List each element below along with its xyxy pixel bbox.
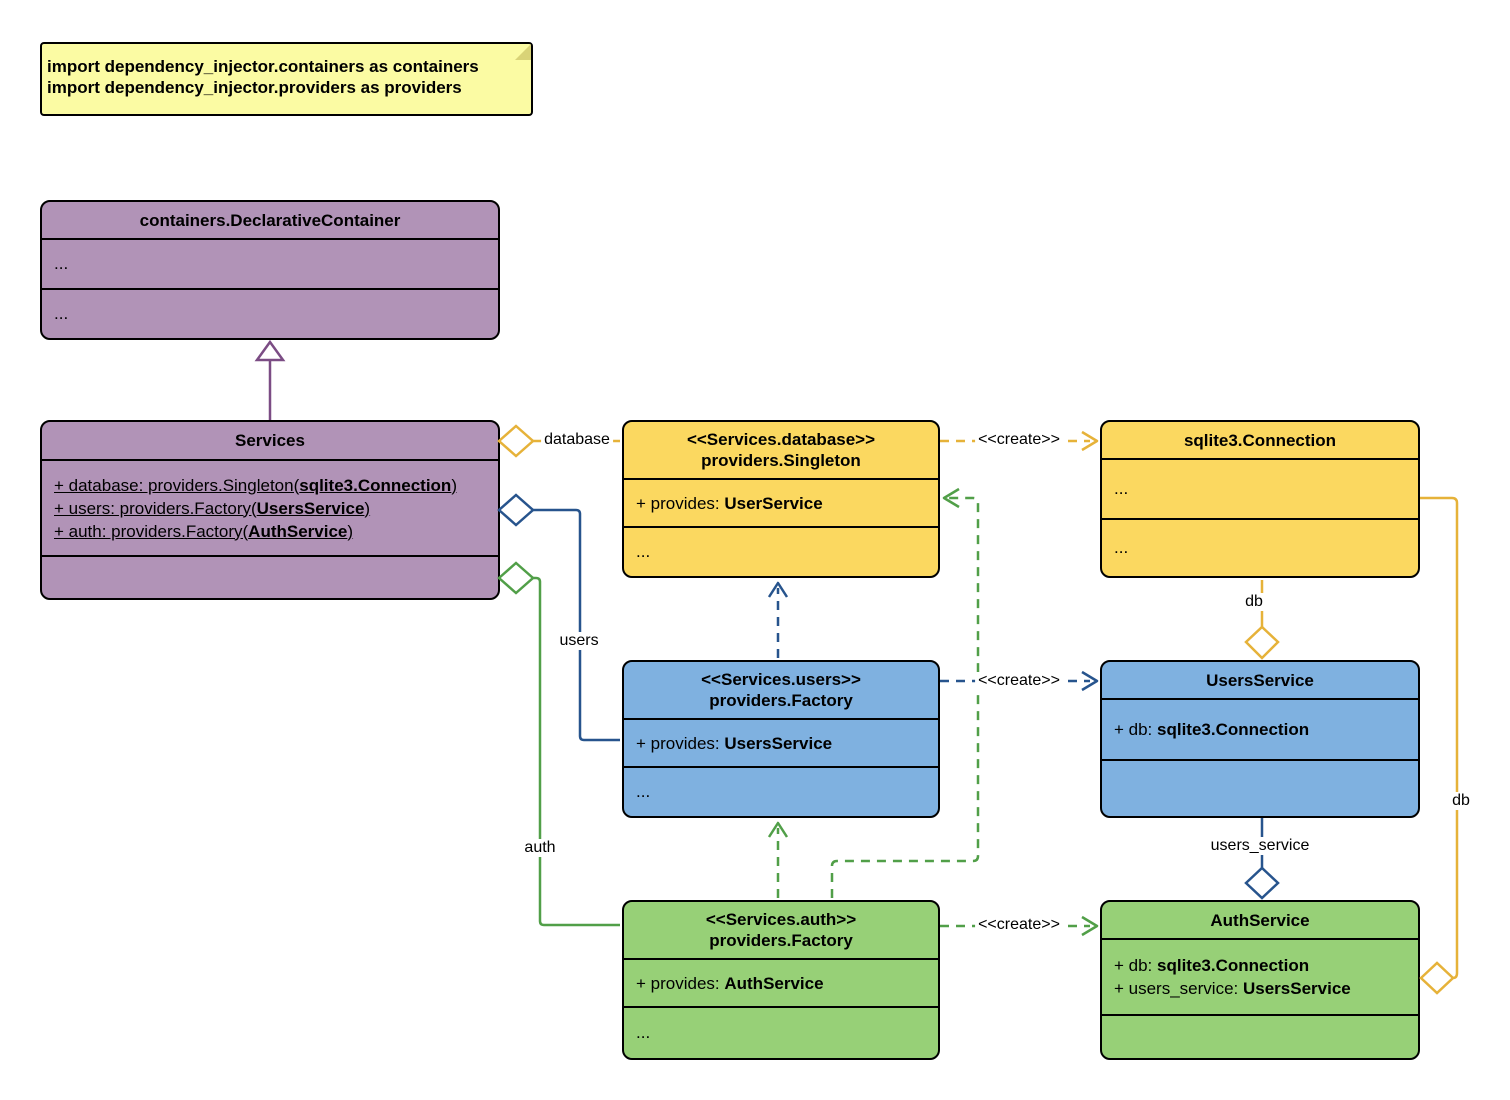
edge-auth-aggregation xyxy=(533,576,620,927)
open-arrowhead-icon xyxy=(1081,430,1099,452)
methods-compartment: ... xyxy=(42,288,498,338)
aggregation-diamond-icon xyxy=(497,424,535,458)
open-arrowhead-icon xyxy=(767,821,789,838)
class-stereotype: <<Services.users>> xyxy=(701,670,861,689)
class-declarative-container: containers.DeclarativeContainer ... ... xyxy=(40,200,500,340)
aggregation-diamond-icon xyxy=(497,493,535,527)
attr-type: AuthService xyxy=(248,521,348,541)
open-arrowhead-icon xyxy=(767,581,789,598)
open-arrowhead-icon xyxy=(942,487,960,509)
attribute-line: + auth: providers.Factory(AuthService) xyxy=(54,520,498,543)
class-title: <<Services.database>> providers.Singleto… xyxy=(624,422,938,478)
edge-label-create: <<create>> xyxy=(975,431,1063,449)
class-title: <<Services.auth>> providers.Factory xyxy=(624,902,938,958)
edge-label-users-service: users_service xyxy=(1207,837,1313,855)
attr-text: + auth: providers.Factory( xyxy=(54,521,249,541)
empty-compartment xyxy=(1102,759,1418,816)
attr-type: sqlite3.Connection xyxy=(299,475,452,495)
open-arrowhead-icon xyxy=(1081,670,1099,692)
edge-label-create: <<create>> xyxy=(975,672,1063,690)
class-title: Services xyxy=(235,431,305,450)
attributes-compartment: + db: sqlite3.Connection + users_service… xyxy=(1102,938,1418,1014)
attribute-line: + database: providers.Singleton(sqlite3.… xyxy=(54,474,498,497)
note-line: import dependency_injector.providers as … xyxy=(47,78,462,97)
attributes-compartment: + provides: AuthService xyxy=(624,958,938,1006)
class-name: providers.Factory xyxy=(709,691,853,710)
edge-label-auth: auth xyxy=(521,839,559,857)
attributes-compartment: + db: sqlite3.Connection xyxy=(1102,698,1418,759)
aggregation-diamond-icon xyxy=(497,561,535,595)
attr-text: ) xyxy=(364,498,371,518)
class-title: containers.DeclarativeContainer xyxy=(139,210,401,230)
note-imports: import dependency_injector.containers as… xyxy=(40,42,533,116)
class-users-service: UsersService + db: sqlite3.Connection xyxy=(1100,660,1420,818)
class-title: <<Services.users>> providers.Factory xyxy=(624,662,938,718)
edge-label-db: db xyxy=(1449,792,1473,810)
attr-text: + provides: xyxy=(636,973,725,993)
aggregation-diamond-icon xyxy=(1419,961,1455,995)
generalization-triangle-icon xyxy=(254,339,286,362)
attributes-compartment: + provides: UserService xyxy=(624,478,938,526)
empty-compartment xyxy=(1102,1014,1418,1058)
aggregation-diamond-icon xyxy=(1244,625,1280,660)
class-title: AuthService xyxy=(1210,910,1310,930)
edge-users-aggregation xyxy=(533,508,620,742)
attribute-line: + provides: AuthService xyxy=(636,972,938,995)
attr-text: ) xyxy=(347,521,354,541)
ellipsis-row: ... xyxy=(624,1006,938,1058)
attr-type: UsersService xyxy=(724,733,833,753)
note-line: import dependency_injector.containers as… xyxy=(47,57,479,76)
class-name: providers.Factory xyxy=(709,931,853,950)
edge-label-users: users xyxy=(556,632,602,650)
attributes-compartment: ... xyxy=(1102,458,1418,518)
attr-text: + db: xyxy=(1114,720,1158,739)
ellipsis-row: ... xyxy=(624,766,938,816)
class-name: providers.Singleton xyxy=(701,451,861,470)
attribute-line: + users_service: UsersService xyxy=(1114,977,1418,1000)
attr-text: + provides: xyxy=(636,493,725,513)
attribute-line: + provides: UserService xyxy=(636,492,938,515)
empty-compartment xyxy=(42,555,498,598)
attr-type: UsersService xyxy=(256,498,365,518)
attributes-compartment: + provides: UsersService xyxy=(624,718,938,766)
class-auth-service: AuthService + db: sqlite3.Connection + u… xyxy=(1100,900,1420,1060)
attr-text: + users: providers.Factory( xyxy=(54,498,257,518)
edge-label-create: <<create>> xyxy=(975,916,1063,934)
class-stereotype: <<Services.auth>> xyxy=(705,910,857,929)
attr-text: + users_service: xyxy=(1114,979,1243,998)
class-sqlite3-connection: sqlite3.Connection ... ... xyxy=(1100,420,1420,578)
class-auth-factory: <<Services.auth>> providers.Factory + pr… xyxy=(622,900,940,1060)
edge-label-database: database xyxy=(541,431,613,449)
edge-db-aggregation-auth xyxy=(1420,496,1459,980)
ellipsis-row: ... xyxy=(624,526,938,576)
attr-type: UserService xyxy=(724,493,823,513)
class-stereotype: <<Services.database>> xyxy=(686,430,876,449)
attr-type: sqlite3.Connection xyxy=(1157,720,1310,739)
attributes-compartment: ... xyxy=(42,238,498,288)
class-users-factory: <<Services.users>> providers.Factory + p… xyxy=(622,660,940,818)
edge-label-db: db xyxy=(1242,593,1266,611)
class-services: Services + database: providers.Singleton… xyxy=(40,420,500,600)
attr-type: UsersService xyxy=(1242,979,1351,998)
methods-compartment: ... xyxy=(1102,518,1418,576)
attr-type: AuthService xyxy=(724,973,824,993)
attribute-line: + provides: UsersService xyxy=(636,732,938,755)
attribute-line: + db: sqlite3.Connection xyxy=(1114,718,1418,741)
open-arrowhead-icon xyxy=(1081,915,1099,937)
attr-text: + database: providers.Singleton( xyxy=(54,475,300,495)
class-database-singleton: <<Services.database>> providers.Singleto… xyxy=(622,420,940,578)
attributes-compartment: + database: providers.Singleton(sqlite3.… xyxy=(42,459,498,555)
attr-text: + provides: xyxy=(636,733,725,753)
class-title: sqlite3.Connection xyxy=(1183,430,1337,450)
class-title: UsersService xyxy=(1206,670,1314,690)
attr-text: ) xyxy=(451,475,457,495)
attribute-line: + users: providers.Factory(UsersService) xyxy=(54,497,498,520)
attr-type: sqlite3.Connection xyxy=(1157,956,1310,975)
attribute-line: + db: sqlite3.Connection xyxy=(1114,954,1418,977)
attr-text: + db: xyxy=(1114,956,1158,975)
aggregation-diamond-icon xyxy=(1244,866,1280,900)
